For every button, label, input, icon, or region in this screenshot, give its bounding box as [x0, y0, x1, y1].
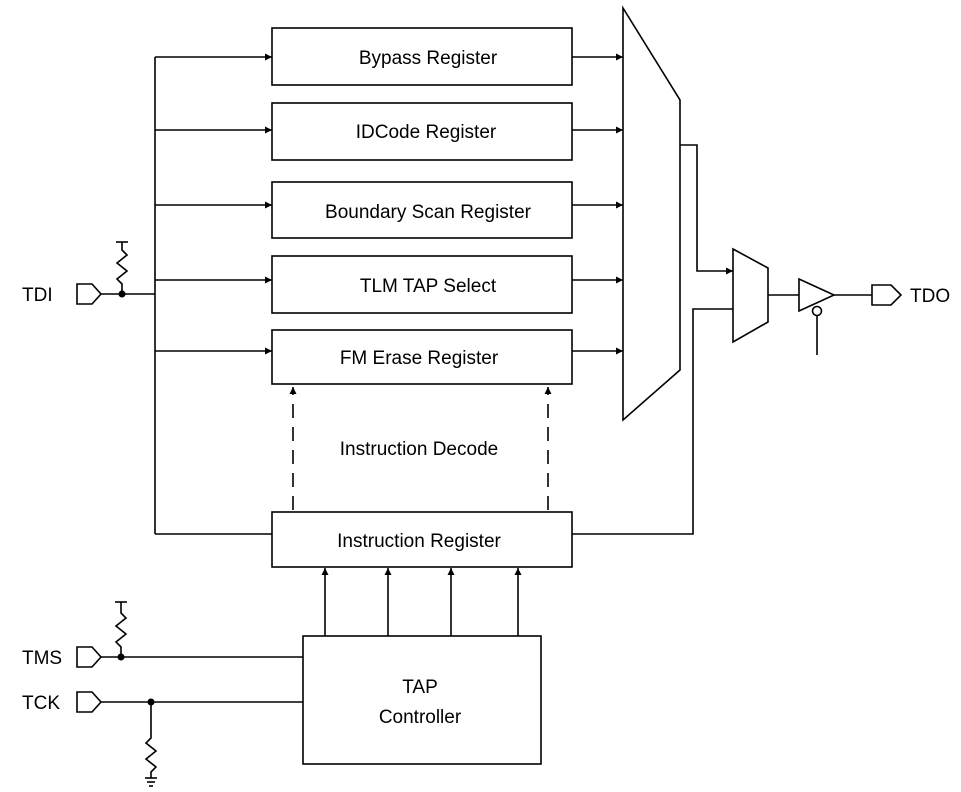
bypass-register-label: Bypass Register	[359, 48, 498, 69]
tck-label: TCK	[22, 693, 60, 714]
tdo-pin	[871, 284, 903, 306]
fm-erase-register: FM Erase Register	[271, 329, 573, 385]
tdi-label: TDI	[22, 285, 53, 306]
boundary-scan-register-label: Boundary Scan Register	[325, 202, 532, 223]
instruction-register-label: Instruction Register	[337, 531, 501, 552]
tms-pin	[76, 601, 303, 668]
tlm-tap-select: TLM TAP Select	[271, 255, 573, 314]
fm-erase-register-label: FM Erase Register	[340, 348, 499, 369]
tdo-buffer	[798, 277, 872, 355]
boundary-scan-register: Boundary Scan Register	[271, 181, 573, 239]
tms-label: TMS	[22, 648, 62, 669]
instruction-register-to-output-mux	[572, 308, 733, 535]
tap-controller-label-line1: TAP	[402, 677, 438, 698]
tlm-tap-select-label: TLM TAP Select	[360, 276, 497, 297]
instruction-decode-label: Instruction Decode	[340, 439, 498, 460]
data-register-mux	[622, 5, 681, 422]
idcode-register: IDCode Register	[271, 102, 573, 161]
tck-pin	[76, 691, 303, 787]
tap-controller-label-line2: Controller	[379, 707, 462, 728]
bypass-register: Bypass Register	[271, 27, 573, 86]
tap-controller: TAP Controller	[302, 635, 542, 765]
output-mux	[732, 247, 769, 344]
tdo-label: TDO	[910, 286, 950, 307]
mux-to-output-mux	[680, 144, 733, 275]
tdi-pin	[76, 241, 155, 305]
instruction-register: Instruction Register	[271, 511, 573, 568]
idcode-register-label: IDCode Register	[356, 122, 497, 143]
